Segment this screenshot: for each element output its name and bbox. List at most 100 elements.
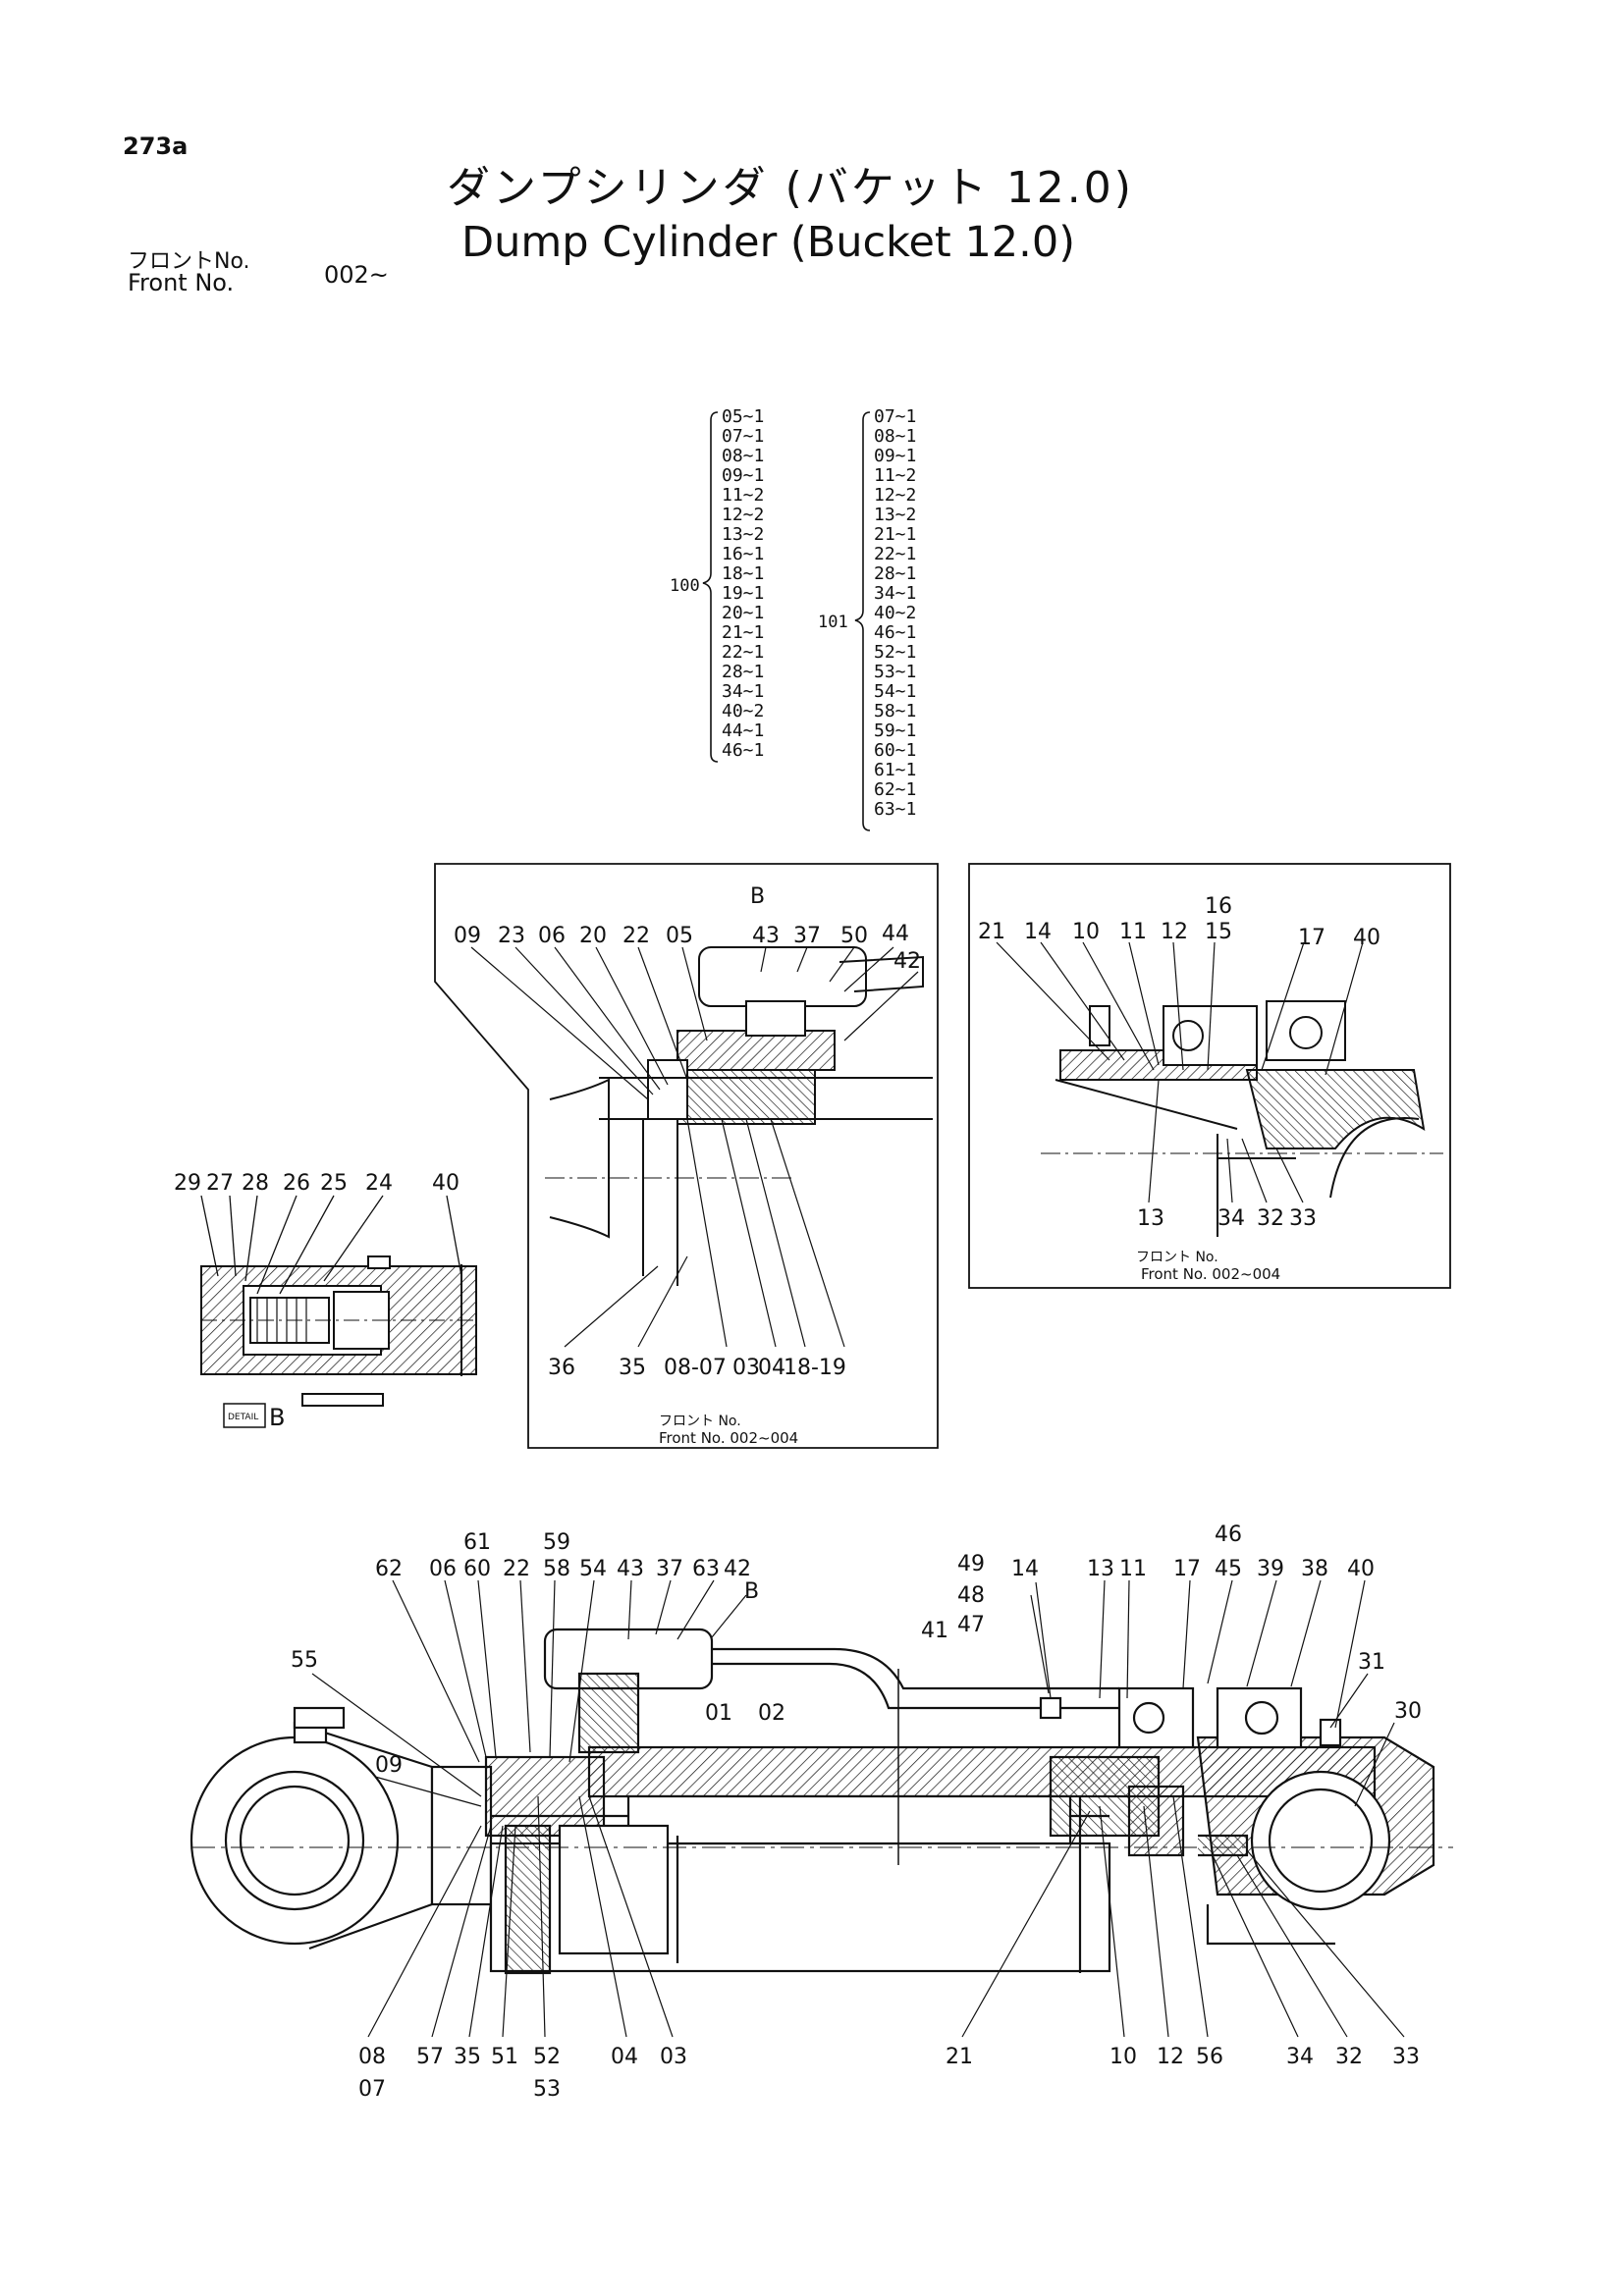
- kit-item: 05~1: [722, 406, 765, 427]
- inset-front-drawing: [545, 946, 933, 1286]
- front-number-value: 002~: [324, 261, 389, 289]
- kit-item: 07~1: [874, 406, 917, 427]
- main-label-12: 12: [1157, 2045, 1184, 2069]
- main-label-63: 63: [692, 1557, 720, 1581]
- main-label-62: 62: [375, 1557, 403, 1581]
- kit-item: 11~2: [722, 485, 765, 506]
- main-label-48: 48: [957, 1583, 985, 1608]
- main-label-59: 59: [543, 1530, 570, 1555]
- main-label-33: 33: [1392, 2045, 1420, 2069]
- kit-item: 40~2: [874, 603, 917, 623]
- main-label-47: 47: [957, 1613, 985, 1637]
- main-label-22: 22: [503, 1557, 530, 1581]
- main-leaders: [311, 1579, 1405, 2038]
- kit-item: 40~2: [722, 701, 765, 721]
- main-label-52: 52: [533, 2045, 561, 2069]
- kit-item: 12~2: [874, 485, 917, 506]
- inset-front-label-06: 06: [538, 924, 566, 948]
- inset-front-label-37: 37: [793, 924, 821, 948]
- detail-b-label-40: 40: [432, 1171, 460, 1196]
- main-label-14: 14: [1011, 1557, 1039, 1581]
- page-title-japanese: ダンプシリンダ (バケット 12.0): [447, 163, 1134, 213]
- main-label-31: 31: [1358, 1650, 1385, 1675]
- main-label-41: 41: [921, 1619, 948, 1643]
- main-label-38: 38: [1301, 1557, 1328, 1581]
- detail-b-label-26: 26: [283, 1171, 310, 1196]
- kit-item: 08~1: [722, 446, 765, 466]
- main-label-53: 53: [533, 2077, 561, 2102]
- main-label-42: 42: [724, 1557, 751, 1581]
- main-label-13: 13: [1087, 1557, 1114, 1581]
- main-label-07: 07: [358, 2077, 386, 2102]
- detail-b-label-group: 29 27 28 26 25 24 40 DETAIL B: [174, 1171, 460, 1431]
- kit-item: 19~1: [722, 583, 765, 604]
- inset-rear-label-11: 11: [1119, 920, 1147, 944]
- detail-b-label-27: 27: [206, 1171, 234, 1196]
- main-cylinder: [189, 1628, 1453, 1975]
- detail-b-label-25: 25: [320, 1171, 348, 1196]
- detail-b-label-28: 28: [242, 1171, 269, 1196]
- kit-101-label: 101: [818, 613, 848, 632]
- kit-item: 59~1: [874, 721, 917, 741]
- detail-tag: DETAIL: [228, 1413, 258, 1422]
- main-label-34: 34: [1286, 2045, 1314, 2069]
- inset-rear-label-32: 32: [1257, 1206, 1284, 1231]
- kit-item: 22~1: [722, 642, 765, 663]
- inset-front-frame: [434, 863, 939, 1449]
- main-label-06: 06: [429, 1557, 457, 1581]
- kit-item: 46~1: [722, 740, 765, 761]
- inset-rear-caption-jp: フロント No.: [1136, 1250, 1218, 1265]
- kit-item: 34~1: [722, 681, 765, 702]
- inset-front-label-50: 50: [840, 924, 868, 948]
- inset-rear-label-12: 12: [1161, 920, 1188, 944]
- main-label-61: 61: [463, 1530, 491, 1555]
- main-label-group: B 62 06 61 60 22 59 58 54 43 37 63 42 49…: [291, 1522, 1422, 2102]
- page-title: Dump Cylinder (Bucket 12.0): [461, 218, 1075, 267]
- inset-front-label-20: 20: [579, 924, 607, 948]
- main-label-08: 08: [358, 2045, 386, 2069]
- detail-b-label-29: 29: [174, 1171, 201, 1196]
- main-label-46: 46: [1215, 1522, 1242, 1547]
- inset-rear-drawing: [1041, 1000, 1443, 1237]
- kit-item: 63~1: [874, 799, 917, 820]
- inset-front-label-04: 04: [758, 1356, 785, 1380]
- kit-item: 09~1: [722, 465, 765, 486]
- kit-item: 53~1: [874, 662, 917, 682]
- inset-front-label-03: 03: [732, 1356, 760, 1380]
- kit-item: 13~2: [874, 505, 917, 525]
- kit-item: 46~1: [874, 622, 917, 643]
- inset-front-label-36: 36: [548, 1356, 575, 1380]
- kit-item: 22~1: [874, 544, 917, 564]
- kit-item: 62~1: [874, 779, 917, 800]
- detail-b: [200, 1255, 477, 1428]
- inset-front-label-18-19: 18-19: [784, 1356, 846, 1380]
- main-label-02: 02: [758, 1701, 785, 1726]
- front-number-label-jp: フロントNo.: [128, 249, 250, 274]
- kit-item: 52~1: [874, 642, 917, 663]
- main-label-37: 37: [656, 1557, 683, 1581]
- main-label-03: 03: [660, 2045, 687, 2069]
- inset-front-caption: Front No. 002~004: [659, 1429, 798, 1447]
- inset-rear-label-17: 17: [1298, 926, 1325, 950]
- inset-front-marker: B: [750, 884, 765, 909]
- inset-front-label-42: 42: [893, 949, 921, 974]
- main-label-51: 51: [491, 2045, 518, 2069]
- inset-front-caption-jp: フロント No.: [659, 1414, 741, 1429]
- main-label-30: 30: [1394, 1699, 1422, 1724]
- inset-rear-label-34: 34: [1217, 1206, 1245, 1231]
- inset-rear-label-40: 40: [1353, 926, 1380, 950]
- detail-b-leaders: [200, 1195, 462, 1295]
- main-marker: B: [744, 1579, 759, 1604]
- inset-front-label-43: 43: [752, 924, 780, 948]
- main-label-21: 21: [946, 2045, 973, 2069]
- inset-rear-label-14: 14: [1024, 920, 1052, 944]
- inset-rear-label-group: 21 14 10 11 12 16 15 17 40 13 34 32 33 フ…: [978, 894, 1380, 1283]
- kit-100-label: 100: [670, 576, 700, 596]
- inset-rear-label-16: 16: [1205, 894, 1232, 919]
- main-label-10: 10: [1109, 2045, 1137, 2069]
- main-label-58: 58: [543, 1557, 570, 1581]
- kit-item: 11~2: [874, 465, 917, 486]
- inset-rear-label-15: 15: [1205, 920, 1232, 944]
- front-number-label: Front No.: [128, 269, 235, 296]
